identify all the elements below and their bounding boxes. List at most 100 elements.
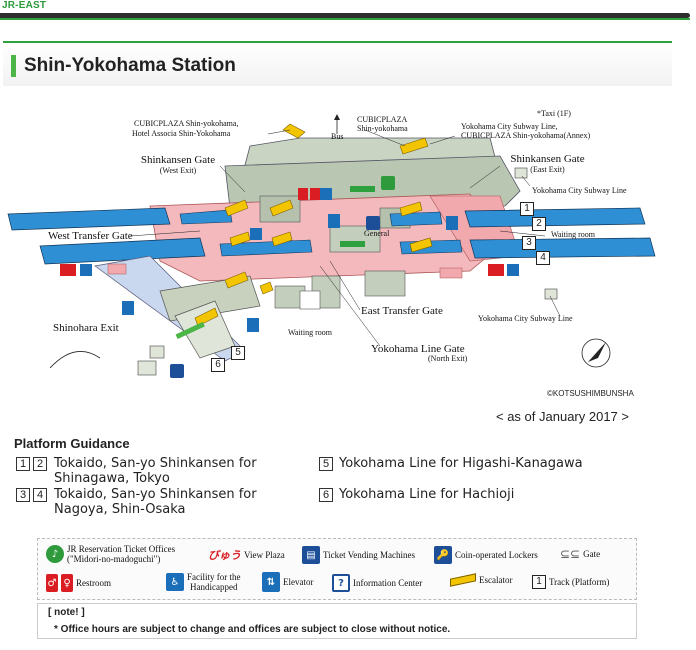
platform-line-2: Shinagawa, Tokyo [54,471,170,486]
legend-restroom: ♂ ♀ Restroom [46,574,111,592]
track-5: 5 [231,346,245,360]
top-bar: JR-EAST [0,0,696,20]
track-number-icon: 1 [532,575,546,589]
legend-row: ♪ JR Reservation Ticket Offices ("Midori… [38,541,638,569]
legend-jr-ticket-1: JR Reservation Ticket Offices [67,544,176,554]
label-taxi: *Taxi (1F) [537,109,571,118]
legend-label: Escalator [479,575,513,585]
label-west-transfer-gate: West Transfer Gate [48,230,133,242]
restroom-female-icon: ♀ [61,574,73,592]
station-map: CUBICPLAZA Shin-yokohama, Hotel Associa … [0,96,696,406]
label-subway-east: Yokohama City Subway Line [532,186,627,195]
jr-east-logo[interactable]: JR-EAST [2,0,47,11]
gate-icon: ⊆⊆ [560,547,581,561]
track-number: 3 [16,488,30,502]
legend-track: 1 Track (Platform) [532,575,609,589]
track-number-group: 5 [319,457,333,471]
platform-line-1: Yokohama Line for Higashi-Kanagawa [339,456,583,471]
legend-handicapped-1: Facility for the [187,572,241,582]
legend-label: View Plaza [244,550,285,560]
track-2: 2 [532,217,546,231]
legend-jr-ticket-2: ("Midori-no-madoguchi") [67,554,161,564]
label-subway-annex: Yokohama City Subway Line, [461,122,558,131]
legend-escalator: Escalator [450,573,513,587]
legend-handicapped-2: Handicapped [190,582,238,592]
station-map-drawing [7,114,656,378]
label-waiting-room-right: Waiting room [551,230,596,239]
label-hotel-associa: Hotel Associa Shin-Yokohama [132,129,231,138]
platform-line-1: Yokohama Line for Hachioji [339,487,515,502]
track-number: 2 [33,457,47,471]
legend-label: Gate [583,549,601,559]
label-cubic-left: CUBICPLAZA Shin-yokohama, [134,119,239,128]
legend-label: Elevator [283,577,314,587]
platform-line-1: Tokaido, San-yo Shinkansen for [54,456,257,471]
wheelchair-icon: ♿ [166,573,184,591]
label-bus: Bus [331,132,344,141]
platform-guidance-title: Platform Guidance [14,436,130,451]
legend-label: JR Reservation Ticket Offices ("Midori-n… [67,544,175,564]
legend-ticket-vending: ▤ Ticket Vending Machines [302,546,415,564]
elevator-icon: ⇅ [262,572,280,592]
track-4: 4 [536,251,550,265]
label-waiting-room-bottom: Waiting room [288,328,333,337]
title-accent-bar [11,55,16,77]
label-subway-bottom: Yokohama City Subway Line [478,314,573,323]
label-general: General [364,229,390,238]
legend-label: Ticket Vending Machines [323,550,415,560]
legend-gate: ⊆⊆ Gate [560,547,600,561]
map-copyright: ©KOTSUSHIMBUNSHA [547,389,634,398]
legend-label: Information Center [353,578,423,588]
legend-elevator: ⇅ Elevator [262,572,314,592]
label-cubic-mid: CUBICPLAZA [357,115,408,124]
track-6: 6 [211,358,225,372]
header-rule-dark [0,13,690,18]
label-east-transfer-gate: East Transfer Gate [361,305,443,317]
information-icon: ? [332,574,350,592]
track-1: 1 [520,202,534,216]
label-shinkansen-west-gate: Shinkansen Gate [140,154,216,166]
label-shinkansen-east-sub: (East Exit) [530,165,565,174]
legend-label: Restroom [76,578,111,588]
escalator-icon [450,573,476,587]
track-number: 5 [319,457,333,471]
legend-lockers: 🔑 Coin-operated Lockers [434,546,538,564]
platform-line-1: Tokaido, San-yo Shinkansen for [54,487,257,502]
header-rule-green [0,18,690,20]
track-number-group: 3 4 [16,488,47,502]
label-shinohara-exit: Shinohara Exit [53,322,119,334]
as-of-date: < as of January 2017 > [496,409,629,424]
jr-ticket-office-icon: ♪ [46,545,64,563]
label-shinkansen-east-gate: Shinkansen Gate [510,153,585,165]
platform-line-2: Nagoya, Shin-Osaka [54,502,186,517]
track-number: 1 [16,457,30,471]
platform-guidance-text: Tokaido, San-yo Shinkansen for Nagoya, S… [54,487,257,517]
note-text: * Office hours are subject to change and… [54,624,451,635]
platform-guidance-text: Yokohama Line for Hachioji [339,487,514,502]
station-title-bar: Shin-Yokohama Station [3,41,672,86]
ticket-vending-icon: ▤ [302,546,320,564]
track-number: 4 [33,488,47,502]
page-title: Shin-Yokohama Station [24,55,236,76]
legend-information: ? Information Center [332,574,422,592]
restroom-male-icon: ♂ [46,574,58,592]
legend-row: ♂ ♀ Restroom ♿ Facility for the Handicap… [38,571,638,599]
track-number-group: 1 2 [16,457,47,471]
map-legend: ♪ JR Reservation Ticket Offices ("Midori… [37,538,637,600]
label-cubic-mid-2: Shin-yokohama [357,124,408,133]
legend-label: Coin-operated Lockers [455,550,538,560]
platform-guidance-text: Tokaido, San-yo Shinkansen for Shinagawa… [54,456,257,486]
legend-label: Track (Platform) [549,577,610,587]
legend-label: Facility for the Handicapped [187,572,241,592]
label-yokohama-line-gate: Yokohama Line Gate [371,343,465,355]
legend-view-plaza: びゅう View Plaza [208,547,285,563]
label-yokohama-line-gate-sub: (North Exit) [428,354,468,363]
view-plaza-logo-icon: びゅう [208,549,241,562]
legend-jr-ticket-office: ♪ JR Reservation Ticket Offices ("Midori… [46,544,175,564]
note-title: [ note! ] [48,607,85,618]
locker-key-icon: 🔑 [434,546,452,564]
track-3: 3 [522,236,536,250]
platform-guidance-text: Yokohama Line for Higashi-Kanagawa [339,456,583,471]
note-box: [ note! ] * Office hours are subject to … [37,603,637,639]
legend-handicapped: ♿ Facility for the Handicapped [166,572,241,592]
